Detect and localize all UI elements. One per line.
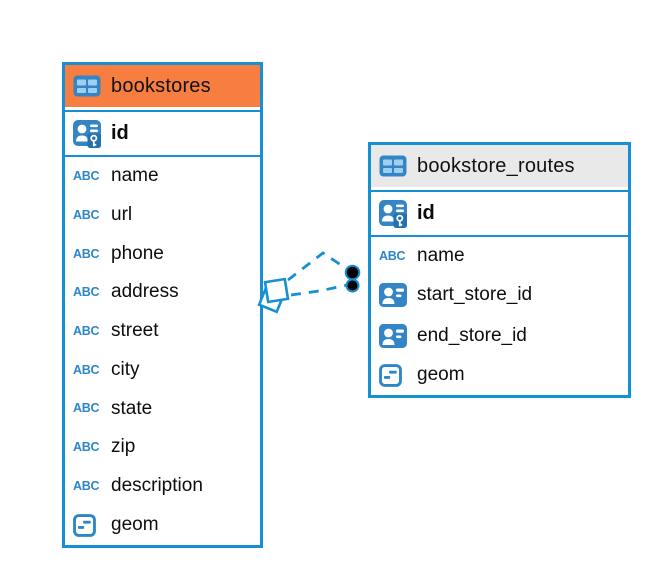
column-name: description	[111, 474, 203, 496]
column-name: geom	[417, 364, 465, 386]
column-name: end_store_id	[417, 324, 527, 346]
relationship-source-marker[interactable]	[257, 277, 290, 314]
primary-key-icon	[73, 120, 103, 148]
column-name: name	[417, 245, 465, 267]
pk-divider	[65, 155, 260, 157]
column-row-city[interactable]: ABC city	[65, 350, 260, 390]
column-name: id	[111, 122, 129, 144]
column-row-street[interactable]: ABC street	[65, 311, 260, 351]
column-row-start-store-id[interactable]: start_store_id	[371, 275, 628, 316]
geometry-type-icon	[379, 364, 409, 387]
geometry-type-icon	[73, 514, 103, 537]
column-row-name[interactable]: ABC name	[371, 237, 628, 276]
reference-type-icon	[379, 324, 409, 348]
table-icon	[379, 155, 409, 177]
column-name: geom	[111, 514, 159, 536]
reference-type-icon	[379, 283, 409, 307]
column-row-zip[interactable]: ABC zip	[65, 427, 260, 467]
table-bookstore-routes[interactable]: bookstore_routes id ABC name start_store…	[368, 142, 631, 398]
column-name: city	[111, 358, 140, 380]
column-row-end-store-id[interactable]: end_store_id	[371, 315, 628, 356]
column-row-geom[interactable]: geom	[65, 505, 260, 546]
table-bookstores[interactable]: bookstores id ABC name ABC url ABC phone…	[62, 62, 263, 548]
column-name: url	[111, 204, 133, 226]
text-type-icon: ABC	[73, 478, 100, 493]
table-header-bookstores[interactable]: bookstores	[65, 65, 260, 107]
text-type-icon: ABC	[379, 248, 406, 263]
text-type-icon: ABC	[73, 207, 100, 222]
column-row-id[interactable]: id	[65, 112, 260, 155]
column-row-id[interactable]: id	[371, 192, 628, 235]
column-row-name[interactable]: ABC name	[65, 157, 260, 196]
column-name: phone	[111, 242, 164, 264]
text-type-icon: ABC	[73, 401, 100, 416]
table-title: bookstores	[111, 74, 211, 97]
column-row-phone[interactable]: ABC phone	[65, 234, 260, 274]
column-row-url[interactable]: ABC url	[65, 195, 260, 235]
table-icon	[73, 75, 103, 97]
table-title: bookstore_routes	[417, 154, 575, 177]
header-divider	[371, 190, 628, 192]
column-name: name	[111, 165, 159, 187]
pk-divider	[371, 235, 628, 237]
text-type-icon: ABC	[73, 362, 100, 377]
relationship-target-marker[interactable]	[344, 264, 361, 293]
column-name: start_store_id	[417, 284, 533, 306]
primary-key-icon	[379, 200, 409, 228]
column-name: id	[417, 202, 435, 224]
text-type-icon: ABC	[73, 440, 100, 455]
column-name: zip	[111, 436, 136, 458]
table-header-bookstore-routes[interactable]: bookstore_routes	[371, 145, 628, 187]
text-type-icon: ABC	[73, 169, 100, 184]
column-name: street	[111, 320, 159, 342]
text-type-icon: ABC	[73, 323, 100, 338]
column-row-description[interactable]: ABC description	[65, 466, 260, 506]
column-row-state[interactable]: ABC state	[65, 389, 260, 428]
header-divider	[65, 110, 260, 112]
text-type-icon: ABC	[73, 285, 100, 300]
column-row-geom[interactable]: geom	[371, 355, 628, 395]
relationship-line-lower[interactable]	[290, 283, 349, 297]
relationship-line-upper[interactable]	[287, 251, 351, 282]
column-row-address[interactable]: ABC address	[65, 273, 260, 312]
text-type-icon: ABC	[73, 246, 100, 261]
column-name: address	[111, 281, 179, 303]
column-name: state	[111, 397, 153, 419]
